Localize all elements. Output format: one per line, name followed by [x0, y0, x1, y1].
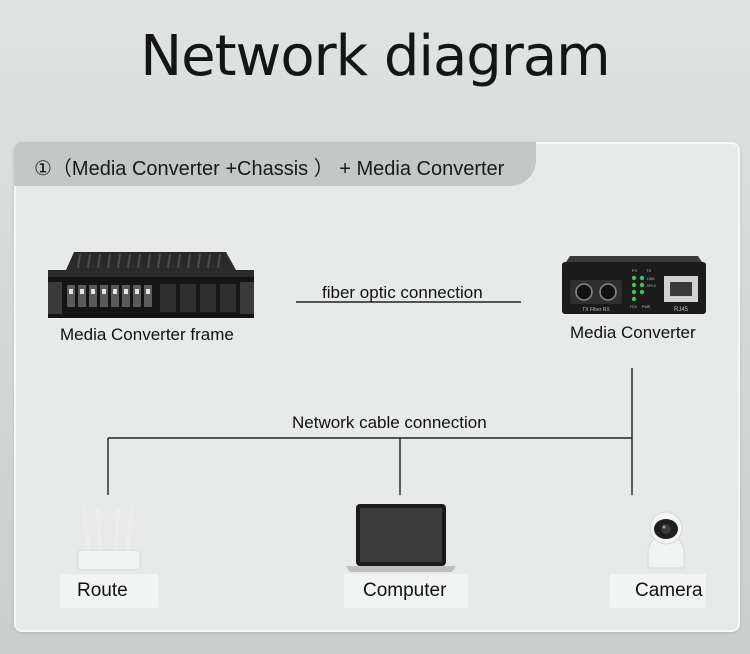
- laptop-icon: [346, 504, 456, 572]
- fdx-led-label: FDX: [630, 305, 638, 309]
- computer-label: Computer: [363, 580, 447, 601]
- banner-text: ①（Media Converter +Chassis ） + Media Con…: [34, 158, 505, 180]
- link-led-label: LINK: [647, 277, 655, 281]
- converter-label: Media Converter: [570, 323, 696, 342]
- route-label-box: [60, 574, 158, 608]
- media-converter-icon: [562, 256, 706, 314]
- tx-led-label: TX: [646, 268, 651, 273]
- fx-led-label: FX: [632, 268, 637, 273]
- fiber-connection-label: fiber optic connection: [322, 283, 483, 302]
- pwr-led-label: PWR: [642, 305, 651, 309]
- computer-label-box: [344, 574, 468, 608]
- frame-label: Media Converter frame: [60, 325, 234, 344]
- banner: [14, 142, 536, 186]
- route-label: Route: [77, 580, 128, 601]
- rj45-label: RJ45: [674, 307, 689, 313]
- dplx-led-label: DPLX: [647, 284, 657, 288]
- port-label: TX Fiber RX: [582, 307, 610, 313]
- camera-label: Camera: [635, 580, 703, 601]
- cable-connection-label: Network cable connection: [292, 413, 487, 432]
- media-converter-frame-icon: [48, 252, 254, 318]
- router-icon: [77, 504, 141, 571]
- camera-icon: [647, 511, 685, 569]
- connection-lines: [107, 301, 633, 495]
- camera-label-box: [610, 574, 706, 608]
- page-title: Network diagram: [140, 24, 610, 89]
